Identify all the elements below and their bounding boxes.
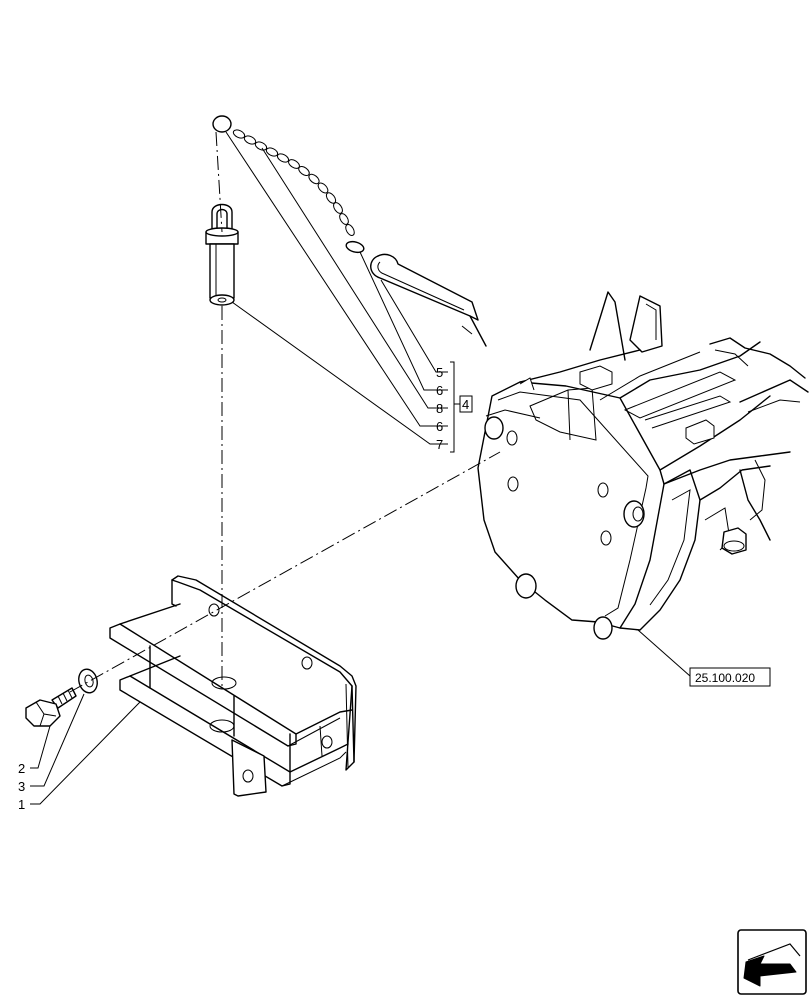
bracket-hole — [208, 603, 220, 617]
frame-bolt — [515, 573, 537, 599]
frame-hole — [506, 430, 518, 446]
previous-page-arrow-icon[interactable] — [737, 929, 807, 995]
bolt-and-washer — [25, 668, 98, 727]
callout-3: 3 — [18, 779, 25, 794]
callout-8: 8 — [436, 401, 443, 416]
washer — [78, 668, 98, 694]
callout-7: 7 — [436, 437, 443, 452]
callout-labels: 5 6 8 6 7 4 2 3 1 25.100.020 — [18, 365, 771, 812]
pin-and-chain-assembly — [205, 115, 487, 347]
bracket-hole — [211, 676, 237, 690]
frame-bolt — [593, 616, 613, 640]
callout-4: 4 — [462, 397, 469, 412]
spring-clip — [370, 255, 487, 347]
leader-lines — [30, 131, 691, 805]
callout-4-box — [459, 395, 473, 413]
hitch-bracket — [109, 575, 357, 797]
callout-6-lower: 6 — [436, 419, 443, 434]
frame-bolt — [623, 500, 645, 528]
alignment-lines — [69, 131, 501, 693]
callout-1: 1 — [18, 797, 25, 812]
frame-bolt — [484, 416, 504, 440]
reference-box — [689, 667, 771, 687]
callout-6-upper: 6 — [436, 383, 443, 398]
frame-hole — [600, 530, 612, 546]
bracket-hole — [321, 735, 333, 749]
split-ring — [345, 240, 365, 254]
bracket-hole — [301, 656, 313, 670]
bracket-hole — [209, 719, 235, 733]
callout-2: 2 — [18, 761, 25, 776]
tractor-front-frame — [477, 291, 809, 640]
chain — [232, 129, 355, 236]
callout-5: 5 — [436, 365, 443, 380]
frame-hole — [597, 482, 609, 498]
chain-ring — [212, 115, 232, 133]
frame-hole — [507, 476, 519, 492]
reference-link[interactable]: 25.100.020 — [695, 671, 755, 685]
pin — [205, 203, 239, 306]
